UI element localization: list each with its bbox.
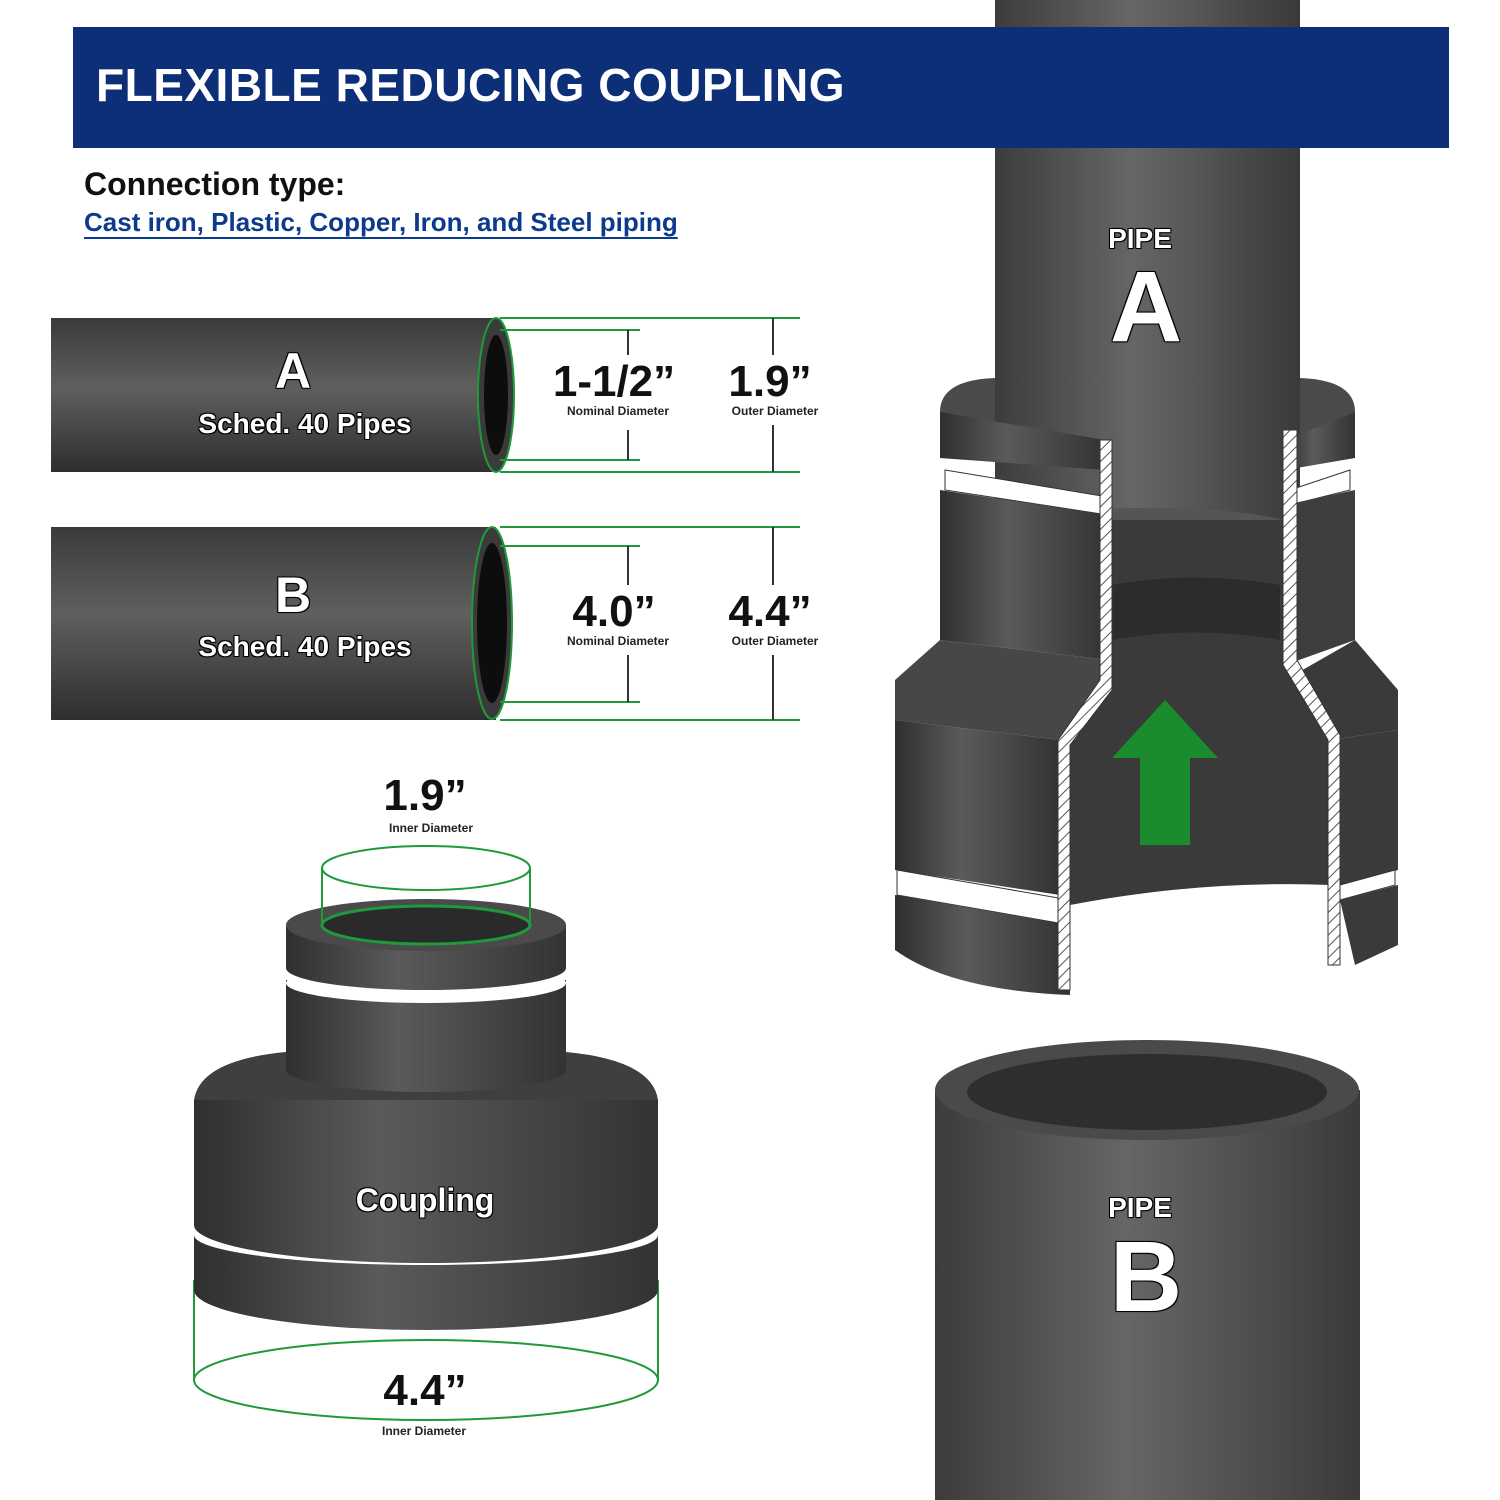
assembly-pipe-a-word: PIPE [1108, 223, 1172, 254]
pipe-a-nominal-value: 1-1/2” [552, 357, 676, 406]
pipe-b-label: Sched. 40 Pipes [198, 631, 412, 662]
coupling-top-diameter-caption: Inner Diameter [388, 821, 474, 835]
pipe-b-nominal-caption: Nominal Diameter [566, 634, 670, 648]
assembly-pipe-a-letter: A [1109, 251, 1183, 363]
connection-materials-link[interactable]: Cast iron, Plastic, Copper, Iron, and St… [84, 207, 678, 237]
assembly-pipe-b-letter: B [1109, 1221, 1183, 1333]
up-arrow-icon [1112, 700, 1218, 845]
pipe-a-outer-caption: Outer Diameter [731, 404, 819, 418]
coupling-top-diameter-value: 1.9” [383, 771, 467, 820]
pipe-b-outer-value: 4.4” [728, 587, 812, 636]
pipe-b-dimension-lines [500, 526, 800, 721]
pipe-a-illustration [51, 317, 515, 473]
pipe-a-label: Sched. 40 Pipes [198, 408, 412, 439]
assembly-pipe-b-word: PIPE [1108, 1192, 1172, 1223]
page-title: FLEXIBLE REDUCING COUPLING [96, 59, 846, 111]
coupling-bottom-diameter-value: 4.4” [383, 1366, 467, 1415]
pipe-a-nominal-caption: Nominal Diameter [566, 404, 670, 418]
pipe-b-illustration [51, 526, 513, 720]
coupling-bottom-diameter-caption: Inner Diameter [381, 1424, 467, 1438]
pipe-b-nominal-value: 4.0” [572, 587, 656, 636]
assembly-coupling-cutaway [895, 378, 1398, 995]
connection-type-heading: Connection type: [84, 166, 346, 202]
pipe-a-outer-value: 1.9” [728, 357, 812, 406]
pipe-a-dimension-lines [500, 317, 800, 473]
title-banner [73, 27, 1449, 148]
pipe-b-letter: B [274, 567, 312, 623]
assembly-pipe-b [935, 1040, 1360, 1500]
pipe-a-letter: A [274, 343, 312, 399]
coupling-label: Coupling [355, 1182, 495, 1218]
pipe-b-outer-caption: Outer Diameter [731, 634, 819, 648]
coupling-illustration [193, 845, 659, 1421]
